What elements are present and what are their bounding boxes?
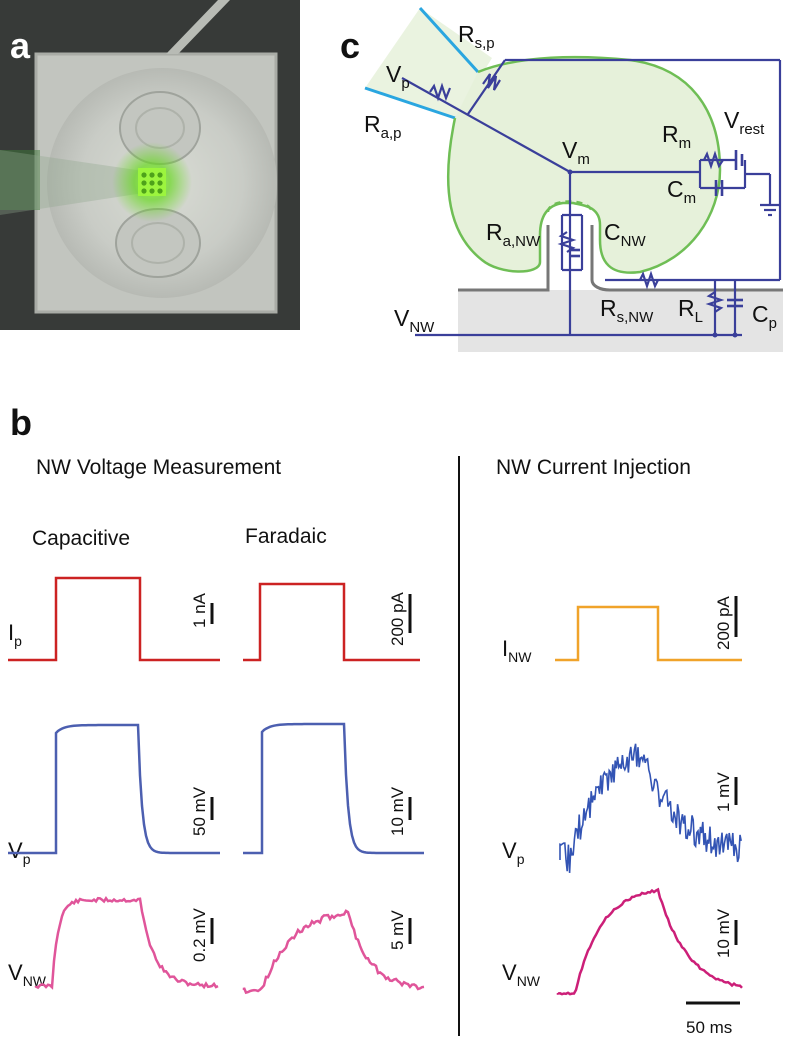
row-label-inw: INW: [502, 636, 532, 665]
label-rl: RL: [678, 295, 703, 326]
scalebar-label-inj-vnw: 10 mV: [714, 908, 733, 958]
pipette-electrode-wire: [401, 77, 571, 173]
mode-capacitive: Capacitive: [32, 527, 131, 550]
panel-c-letter: c: [340, 25, 361, 66]
scalebar-label-cap-ip: 1 nA: [190, 592, 209, 628]
node-vm: [567, 169, 573, 175]
scalebar-label-inj-vp: 1 mV: [714, 772, 733, 812]
trace-capacitive-vp: [8, 723, 220, 855]
resistor-ranw: [557, 231, 577, 253]
label-cp: Cp: [752, 301, 777, 332]
mode-faradaic: Faradaic: [245, 525, 327, 548]
panel-a-letter: a: [10, 25, 31, 66]
label-cnw: CNW: [604, 219, 646, 250]
node-rl: [712, 332, 718, 338]
row-label-vnw: VNW: [8, 960, 47, 989]
resistor-rap: [429, 82, 452, 102]
pipette-series-wire: [467, 59, 506, 115]
scalebar-label-cap-vp: 50 mV: [190, 786, 209, 836]
scalebar-label-far-ip: 200 pA: [388, 591, 407, 646]
trace-faradaic-vp: [243, 722, 424, 855]
row-label-vnw-inj: VNW: [502, 960, 541, 989]
label-rsp: Rs,p: [458, 21, 495, 52]
trace-faradaic-ip: [243, 582, 420, 662]
node-cp: [732, 332, 738, 338]
label-vm: Vm: [562, 137, 590, 168]
micrograph-image: [0, 0, 300, 330]
resistor-rsnw: [639, 270, 659, 290]
resistor-rm: [703, 150, 724, 170]
passivation-layer: [458, 225, 783, 292]
cell-membrane: [446, 55, 722, 274]
resistor-rsp: [482, 73, 501, 91]
label-cm: Cm: [667, 176, 696, 207]
pipette-cone: [365, 8, 492, 118]
label-rm: Rm: [662, 121, 691, 152]
label-vrest: Vrest: [724, 107, 765, 138]
ground-icon: [760, 203, 780, 217]
scalebar-label-far-vnw: 5 mV: [388, 910, 407, 950]
traces-svg: Ip Vp VNW INW Vp VNW 1 nA 200 pA 50 mV 1…: [8, 576, 743, 1037]
trace-injection-vp: [559, 743, 742, 873]
row-label-ip: Ip: [8, 620, 22, 649]
pipette-wall-bottom: [364, 86, 456, 120]
label-ranw: Ra,NW: [486, 219, 541, 250]
panel-divider: [458, 456, 460, 1036]
circuit-diagram: Vp Rs,p Ra,p Vm Rm Vrest Cm Ra,NW CNW Rs…: [364, 6, 783, 352]
label-rap: Ra,p: [364, 111, 401, 142]
scalebar-label-cap-vnw: 0.2 mV: [190, 907, 209, 962]
trace-injection-inw: [555, 605, 742, 662]
trace-capacitive-ip: [8, 576, 220, 662]
panel-b-letter: b: [10, 402, 32, 443]
scalebar-label-time: 50 ms: [686, 1018, 732, 1037]
resistor-rl: [705, 291, 725, 313]
row-label-vp: Vp: [8, 838, 31, 867]
trace-capacitive-vnw: [34, 896, 219, 990]
pipette-wall-top: [418, 6, 480, 74]
scalebar-label-inj-inw: 200 pA: [714, 595, 733, 650]
right-heading: NW Current Injection: [496, 456, 691, 479]
scalebar-label-far-vp: 10 mV: [388, 786, 407, 836]
trace-faradaic-vnw: [242, 909, 425, 995]
label-rsnw: Rs,NW: [600, 295, 654, 326]
left-heading: NW Voltage Measurement: [36, 456, 282, 479]
row-label-vp-inj: Vp: [502, 838, 525, 867]
label-vnw: VNW: [394, 305, 435, 336]
trace-injection-vnw: [556, 887, 743, 996]
label-vp: Vp: [386, 61, 410, 92]
